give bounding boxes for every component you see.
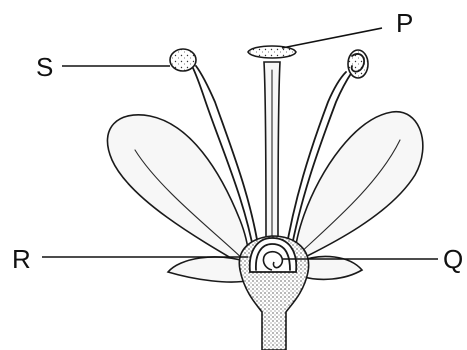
label-q: Q bbox=[443, 244, 463, 274]
label-r: R bbox=[12, 244, 31, 274]
right-petal bbox=[295, 112, 423, 262]
label-s: S bbox=[36, 52, 53, 82]
label-p: P bbox=[396, 8, 413, 38]
label-p-leader bbox=[282, 28, 382, 48]
left-anther bbox=[170, 49, 196, 71]
stigma bbox=[248, 46, 296, 58]
